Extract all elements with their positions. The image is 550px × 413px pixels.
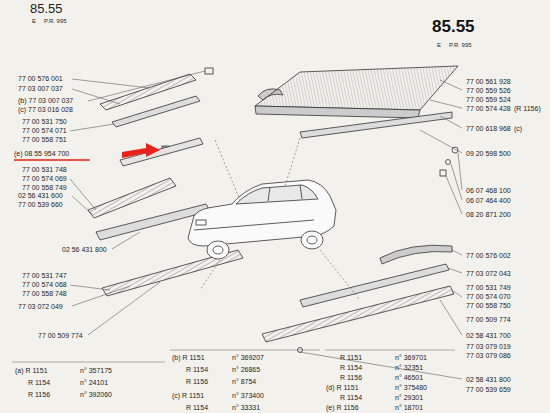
part-number: 08 20 871 200 xyxy=(466,211,511,218)
page-number: 85.55 xyxy=(432,18,475,35)
footnote-text: (d) R 1151 xyxy=(326,384,359,391)
footnote-text: n° 392060 xyxy=(80,391,112,398)
washer xyxy=(446,160,451,165)
footnote-text: n° 369207 xyxy=(232,354,264,361)
footnote-text: (a) R 1151 xyxy=(15,367,48,374)
part-number: 02 56 431 600 xyxy=(18,192,63,199)
sill-strip xyxy=(120,138,203,166)
rail xyxy=(300,112,452,138)
footnote-text: R 1156 xyxy=(186,378,208,385)
footnote-text: n° 375480 xyxy=(395,384,427,391)
part-number: 02 58 431 800 xyxy=(466,376,511,383)
header-text: 85.55 xyxy=(30,2,63,15)
footnote-text: R 1156 xyxy=(28,391,50,398)
part-number: 77 00 539 659 xyxy=(466,386,511,393)
footnote-text: (e) R 1156 xyxy=(326,404,359,411)
footnote-text: R 1151 xyxy=(340,354,362,361)
header-text: E xyxy=(32,18,36,24)
footnote-text: n° 46501 xyxy=(395,374,423,381)
footnote-text: n° 373400 xyxy=(232,392,264,399)
part-number: (R 1156) xyxy=(514,105,541,112)
part-number: 77 00 531 747 xyxy=(22,272,67,279)
part-number: 77 00 509 774 xyxy=(38,332,83,339)
clip xyxy=(205,68,213,74)
part-number: 77 03 007 037 xyxy=(18,85,63,92)
part-number: (c) xyxy=(514,125,522,132)
footnote-text: (c) R 1151 xyxy=(172,392,204,399)
part-number: 77 00 561 928 xyxy=(466,78,511,85)
sill-strip xyxy=(88,178,176,218)
part-number: 77 00 574 069 xyxy=(22,175,67,182)
part-number: 77 00 509 774 xyxy=(466,316,511,323)
footnote-text: n° 33331 xyxy=(232,404,260,411)
part-number: 77 03 072 049 xyxy=(18,303,63,310)
part-number: 77 00 576 001 xyxy=(18,75,63,82)
part-number: 77 00 531 750 xyxy=(22,118,67,125)
footnote-text: R 1154 xyxy=(186,366,208,373)
leader-lines xyxy=(70,71,462,379)
table-rules xyxy=(12,350,455,362)
footnote-text: n° 26865 xyxy=(232,366,260,373)
red-arrow xyxy=(122,143,160,158)
part-number: 77 00 531 748 xyxy=(22,166,67,173)
part-number: 77 00 574 071 xyxy=(22,127,67,134)
footnote-text: n° 24101 xyxy=(80,379,108,386)
part-number: 77 00 531 749 xyxy=(466,284,511,291)
header-text: P.R. 995 xyxy=(449,42,472,48)
footnote-text: R 1154 xyxy=(340,394,362,401)
part-number: 77 00 574 068 xyxy=(22,281,67,288)
footnote-text: n° 357175 xyxy=(80,367,112,374)
footnote-text: n° 29301 xyxy=(395,394,423,401)
part-number: 09 20 598 500 xyxy=(466,150,511,157)
part-number: 06 07 468 100 xyxy=(466,187,511,194)
footnote-text: n° 369701 xyxy=(395,354,427,361)
part-number: (e) 08 55 954 700 xyxy=(14,150,69,157)
part-number: 77 00 559 526 xyxy=(466,87,511,94)
footnote-text: R 1154 xyxy=(340,364,362,371)
car xyxy=(188,180,336,259)
part-number: 02 58 431 700 xyxy=(466,332,511,339)
part-number: (b) 77 03 007 037 xyxy=(18,97,73,104)
header-text: P.R. 995 xyxy=(44,18,67,24)
part-number: 77 03 079 086 xyxy=(466,352,511,359)
part-number: 77 00 558 751 xyxy=(22,136,67,143)
footnote-text: R 1154 xyxy=(186,404,208,411)
footnote-text: n° 18701 xyxy=(395,404,423,411)
roof-panel xyxy=(255,66,458,110)
part-number: 77 00 574 428 xyxy=(466,105,511,112)
footnote-text: (b) R 1151 xyxy=(172,354,205,361)
footnote-text: R 1156 xyxy=(340,374,362,381)
footnote-text: n° 8754 xyxy=(232,378,256,385)
part-number: 77 03 079 019 xyxy=(466,343,511,350)
screw xyxy=(440,170,446,176)
sill-strip xyxy=(300,264,449,307)
handle xyxy=(380,245,452,264)
footnote-text: R 1154 xyxy=(28,379,50,386)
trim-strip xyxy=(112,96,200,127)
part-number: 77 00 574 070 xyxy=(466,293,511,300)
part-number: 02 56 431 800 xyxy=(62,246,107,253)
part-number: 77 00 558 750 xyxy=(466,302,511,309)
part-number: (c) 77 03 016 028 xyxy=(18,106,73,113)
part-number: 06 07 464 400 xyxy=(466,197,511,204)
sill-strip xyxy=(262,286,454,342)
red-underline xyxy=(14,159,90,161)
part-number: 77 00 558 749 xyxy=(22,184,67,191)
part-number: 77 00 618 968 xyxy=(466,125,511,132)
part-number: 77 00 576 002 xyxy=(466,252,511,259)
footnote-text: n° 32351 xyxy=(395,364,423,371)
part-number: 77 00 539 660 xyxy=(18,201,63,208)
part-number: 77 03 072 043 xyxy=(466,270,511,277)
header-text: E xyxy=(437,42,441,48)
part-number: 77 00 559 524 xyxy=(466,96,511,103)
roof-panel-edge xyxy=(255,106,420,118)
part-number: 77 00 558 748 xyxy=(22,290,67,297)
